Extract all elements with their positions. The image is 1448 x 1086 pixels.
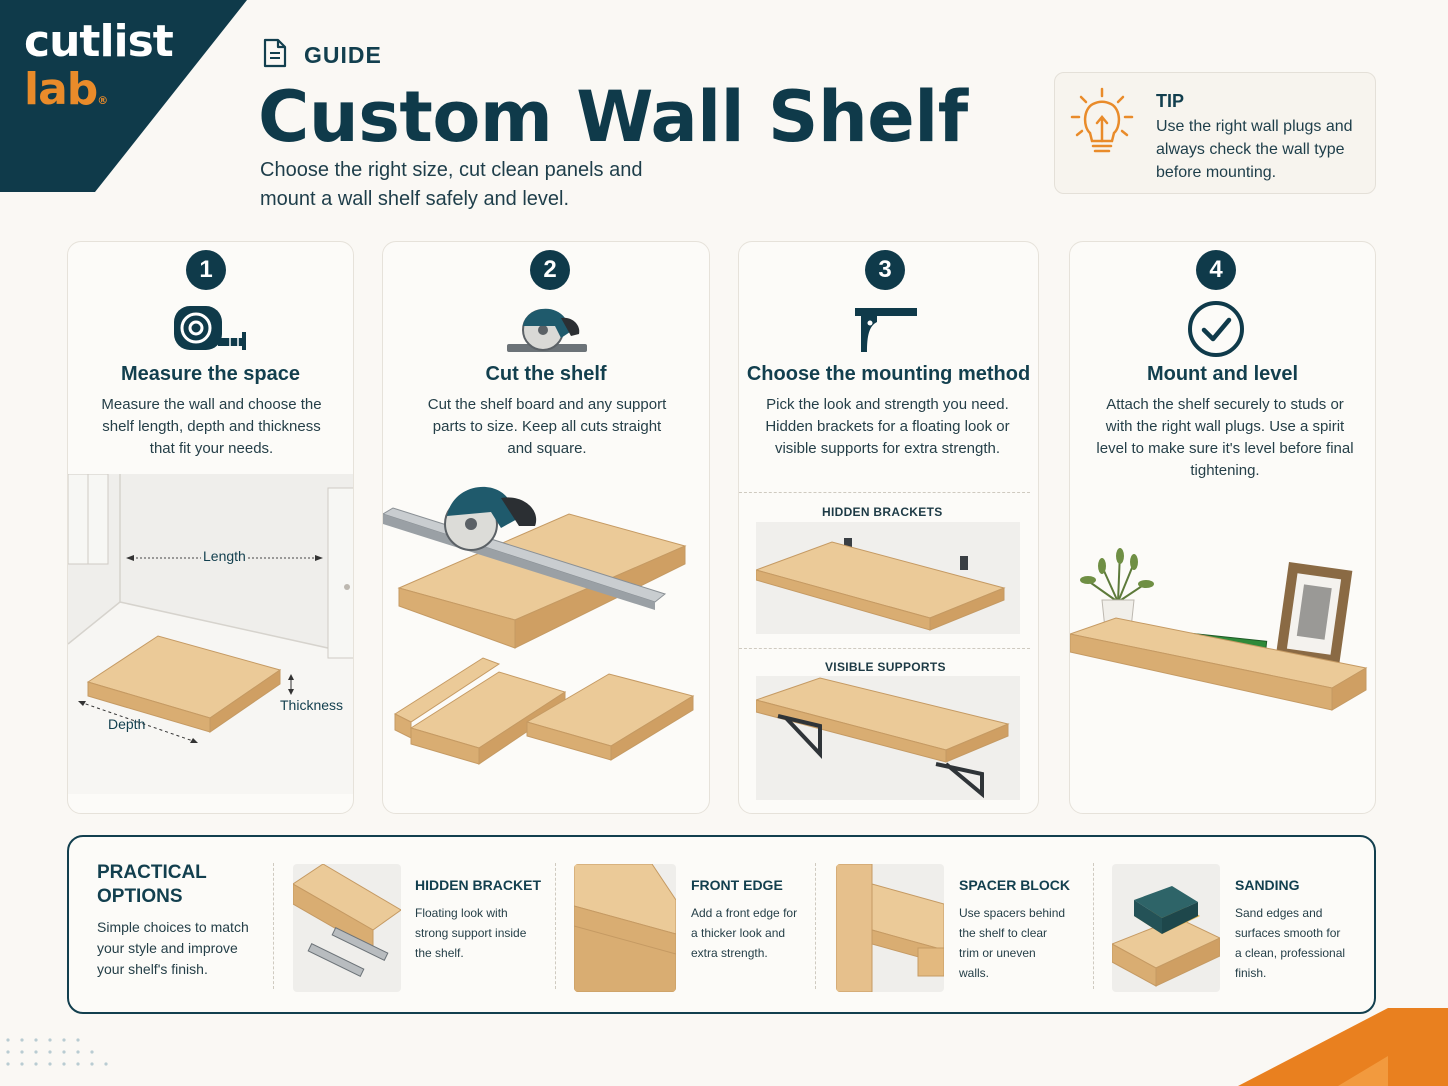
step-title: Measure the space <box>121 363 300 385</box>
step-text: Measure the wall and choose the shelf le… <box>101 396 322 457</box>
hidden-brackets-illustration <box>756 522 1020 634</box>
divider <box>739 648 1030 649</box>
spacer-block-image <box>836 864 944 992</box>
logo-background <box>0 0 247 192</box>
brand-logo: cutlist lab® <box>0 0 250 194</box>
divider <box>815 863 816 989</box>
hidden-bracket-image <box>293 864 401 992</box>
divider <box>555 863 556 989</box>
tape-measure-icon <box>172 300 248 361</box>
divider <box>1093 863 1094 989</box>
decorative-corner <box>1238 1008 1448 1086</box>
lightbulb-icon <box>1069 87 1135 164</box>
option-title: SANDING <box>1235 877 1300 893</box>
checkmark-circle-icon <box>1187 300 1245 363</box>
measure-room-illustration <box>68 474 353 794</box>
option-title: FRONT EDGE <box>691 877 783 893</box>
thickness-label: Thickness <box>280 697 344 713</box>
step-number-badge: 2 <box>530 250 570 290</box>
step-text: Attach the shelf securely to studs or wi… <box>1096 396 1354 479</box>
depth-label: Depth <box>108 716 146 732</box>
logo-line-2: lab® <box>24 68 173 112</box>
front-edge-image <box>574 864 676 992</box>
bracket-icon <box>855 308 917 359</box>
step-title: Choose the mounting method <box>746 363 1031 385</box>
divider <box>273 863 274 989</box>
page-subtitle: Choose the right size, cut clean panels … <box>260 159 643 210</box>
hidden-brackets-label: HIDDEN BRACKETS <box>822 505 943 519</box>
logo-line-1: cutlist <box>24 16 174 67</box>
mounted-shelf-illustration <box>1070 548 1368 711</box>
logo-lab: lab <box>24 64 98 115</box>
option-text: Use spacers behind the shelf to clear tr… <box>959 906 1066 980</box>
divider <box>739 492 1030 493</box>
registered-mark: ® <box>97 94 108 107</box>
tip-title: TIP <box>1156 91 1185 111</box>
step-card-4: 4 Mount and level Attach the shelf secur… <box>1069 241 1376 814</box>
length-label: Length <box>201 548 248 564</box>
option-title: SPACER BLOCK <box>959 877 1070 893</box>
sanding-block-image <box>1112 864 1220 992</box>
option-text: Add a front edge for a thicker look and … <box>691 906 798 960</box>
step-card-1: 1 Measure the space Measure the wall and… <box>67 241 354 814</box>
guide-header: GUIDE <box>262 38 382 73</box>
circular-saw-icon <box>503 296 591 365</box>
tip-box: TIP Use the right wall plugs and always … <box>1054 72 1376 194</box>
step-card-3: 3 Choose the mounting method Pick the lo… <box>738 241 1039 814</box>
document-icon <box>262 38 288 73</box>
guide-label: GUIDE <box>304 42 382 68</box>
visible-supports-label: VISIBLE SUPPORTS <box>825 660 946 674</box>
option-text: Sand edges and surfaces smooth for a cle… <box>1235 906 1346 980</box>
step-text: Cut the shelf board and any support part… <box>427 396 667 457</box>
step-card-2: 2 Cut the shelf Cut the shelf board and … <box>382 241 710 814</box>
heading-line-1: PRACTICAL <box>97 862 207 883</box>
tip-text: Use the right wall plugs and always chec… <box>1156 118 1353 181</box>
step-title: Mount and level <box>1146 363 1299 385</box>
logo-text: cutlist lab® <box>24 16 174 112</box>
page-title: Custom Wall Shelf <box>258 76 968 158</box>
step-text: Pick the look and strength you need. Hid… <box>765 396 1010 457</box>
cutting-illustration <box>383 486 695 765</box>
option-text: Floating look with strong support inside… <box>415 906 527 960</box>
practical-options-panel: PRACTICAL OPTIONS Simple choices to matc… <box>67 835 1376 1014</box>
visible-supports-illustration <box>756 676 1020 800</box>
decorative-dots <box>6 1038 108 1066</box>
heading-line-2: OPTIONS <box>97 886 183 907</box>
step-number-badge: 3 <box>865 250 905 290</box>
practical-options-heading: PRACTICAL OPTIONS <box>97 861 207 909</box>
step-number-badge: 1 <box>186 250 226 290</box>
option-title: HIDDEN BRACKET <box>415 877 541 893</box>
step-title: Cut the shelf <box>485 363 607 385</box>
practical-options-intro: Simple choices to match your style and i… <box>97 919 249 977</box>
step-number-badge: 4 <box>1196 250 1236 290</box>
